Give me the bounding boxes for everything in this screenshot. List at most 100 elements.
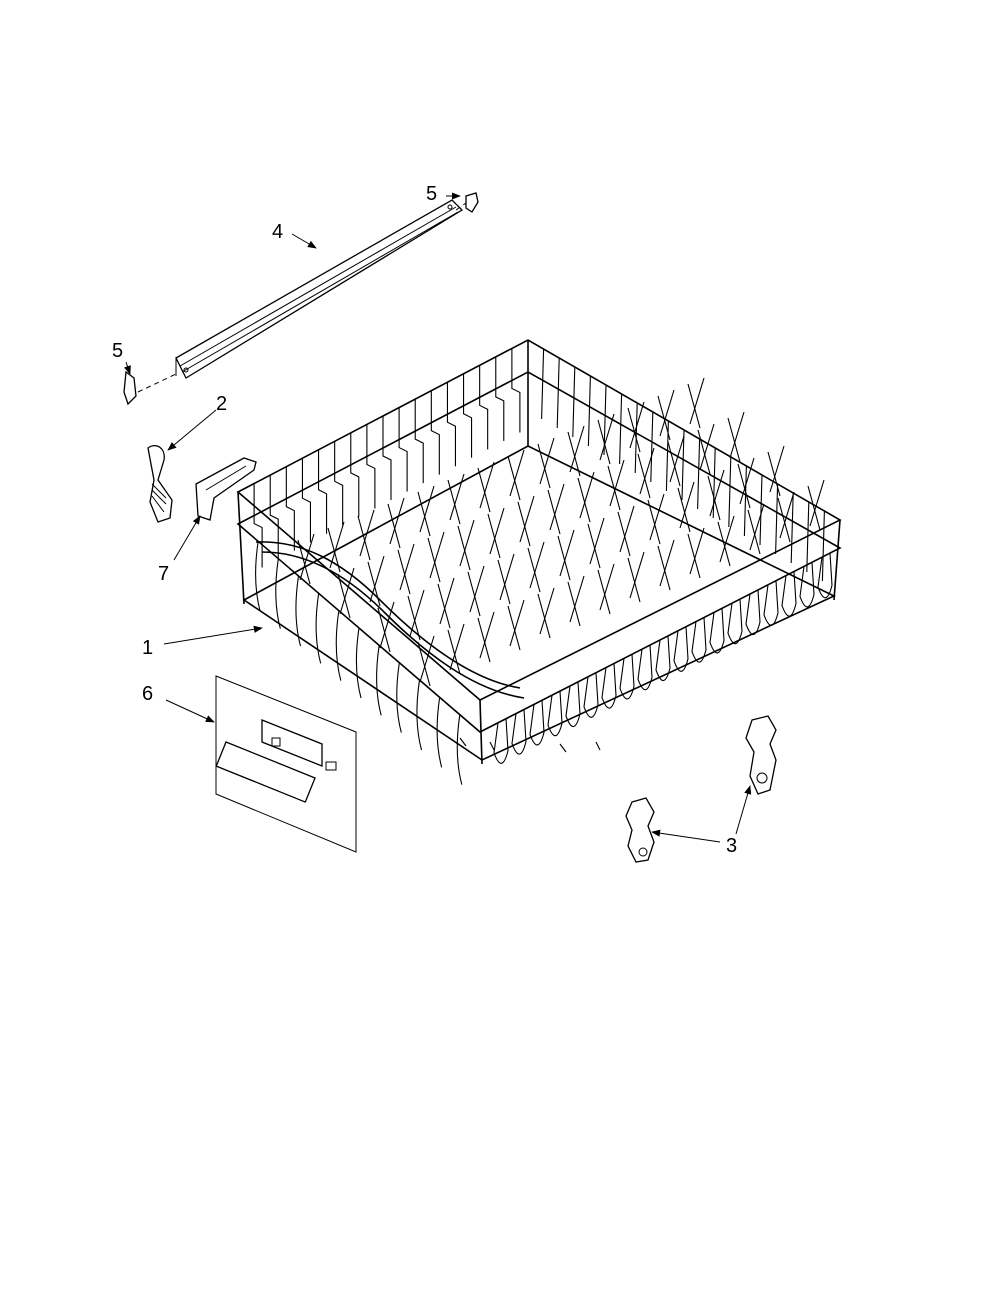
rack-tine — [517, 501, 531, 547]
rack-wire — [817, 553, 833, 599]
rack-wire — [775, 483, 779, 555]
rack-tine — [617, 511, 631, 557]
rack-tine — [659, 539, 675, 587]
callout-literature-kit: 6 — [142, 683, 153, 705]
rack-tine — [807, 485, 821, 531]
rack-tine — [557, 535, 571, 581]
rack-tine — [447, 479, 461, 525]
tine-clip-part[interactable] — [195, 457, 257, 521]
rack-tine — [529, 541, 545, 589]
rack-tine — [479, 461, 495, 509]
rack-tine — [717, 521, 731, 567]
rack-tine — [689, 377, 705, 425]
rack-wire — [382, 416, 392, 500]
rack-tine — [477, 617, 491, 663]
rack-wire — [673, 626, 689, 672]
rack-wire — [355, 627, 362, 699]
rack-wire — [745, 589, 761, 636]
callout-stop-top: 5 — [426, 183, 437, 205]
rack-wire — [335, 610, 342, 681]
rack-wire — [665, 420, 669, 492]
rack-wire — [619, 393, 623, 465]
rack-wire — [295, 575, 302, 647]
rack-tine — [497, 559, 511, 605]
rack-tine — [389, 497, 405, 545]
rack-wire — [583, 672, 599, 718]
rack-tine — [499, 553, 515, 601]
rack-tine — [669, 435, 685, 483]
rack-wire — [456, 714, 463, 785]
rack-tine — [459, 519, 475, 567]
rack-tine — [739, 457, 755, 505]
rack-tine — [457, 525, 471, 571]
rack-wire — [398, 407, 408, 492]
rack-wire — [446, 382, 456, 467]
rack-wire — [634, 402, 638, 474]
rack-tine — [687, 533, 701, 579]
rack-tine — [689, 527, 705, 575]
literature-kit-part[interactable] — [215, 675, 357, 853]
rack-tine — [479, 611, 495, 659]
rail-part[interactable] — [175, 199, 464, 379]
rack-tine — [399, 543, 415, 591]
rack-wire — [727, 599, 743, 645]
rack-wire — [681, 429, 685, 501]
rack-tine — [589, 517, 605, 565]
callout-adjuster: 3 — [726, 835, 737, 857]
rack-wire — [495, 356, 505, 441]
rack-tine — [437, 583, 451, 629]
rack-tine — [447, 629, 461, 675]
rack-tine — [629, 551, 645, 599]
rack-tine — [647, 499, 661, 545]
rack-tine — [569, 425, 585, 473]
rack-wire — [493, 718, 509, 764]
rack-wire — [743, 465, 747, 537]
rack-tine — [527, 547, 541, 593]
rack-wire — [350, 432, 360, 517]
rack-tine — [729, 411, 745, 459]
rack-wire — [463, 373, 473, 458]
rack-wire — [697, 438, 701, 510]
rack-tine — [327, 527, 341, 573]
rack-wire — [253, 483, 263, 568]
rack-tine — [427, 537, 441, 583]
rack-tine — [359, 509, 375, 557]
rack-tine — [767, 451, 781, 497]
rack-tine — [709, 469, 725, 517]
rack-wire — [414, 399, 424, 484]
rack-tine — [477, 467, 491, 513]
rack-wire — [529, 700, 545, 746]
rack-wire — [587, 375, 591, 447]
dishrack-part[interactable] — [236, 339, 842, 785]
callout-stop-left: 5 — [112, 340, 123, 362]
rack-wire — [556, 357, 560, 429]
rack-tine — [439, 577, 455, 625]
rack-wire — [547, 691, 563, 737]
rack-tine — [449, 623, 465, 671]
rack-wire — [541, 348, 545, 420]
rack-wire — [416, 679, 423, 751]
callout-clip: 2 — [216, 393, 227, 415]
rack-tine — [769, 445, 785, 493]
adjuster-part[interactable] — [625, 715, 777, 863]
rack-tine — [637, 453, 651, 499]
stop-top-part[interactable] — [455, 192, 479, 213]
clip-part[interactable] — [147, 445, 173, 523]
rack-tine — [779, 491, 795, 539]
rack-wire — [436, 697, 443, 768]
rack-tine — [747, 509, 761, 555]
rack-tine — [539, 437, 555, 485]
rack-tine — [687, 383, 701, 429]
rack-tine — [619, 505, 635, 553]
rack-tine — [487, 513, 501, 559]
rack-tine — [357, 515, 371, 561]
rack-wire — [511, 709, 527, 755]
rack-tine — [737, 463, 751, 509]
rack-wire — [315, 593, 322, 664]
rack-tine — [677, 487, 691, 533]
rack-tine — [467, 571, 481, 617]
rack-tine — [417, 641, 431, 687]
stop-left-part[interactable] — [123, 370, 177, 406]
rack-wire — [619, 654, 635, 700]
rack-tine — [509, 449, 525, 497]
